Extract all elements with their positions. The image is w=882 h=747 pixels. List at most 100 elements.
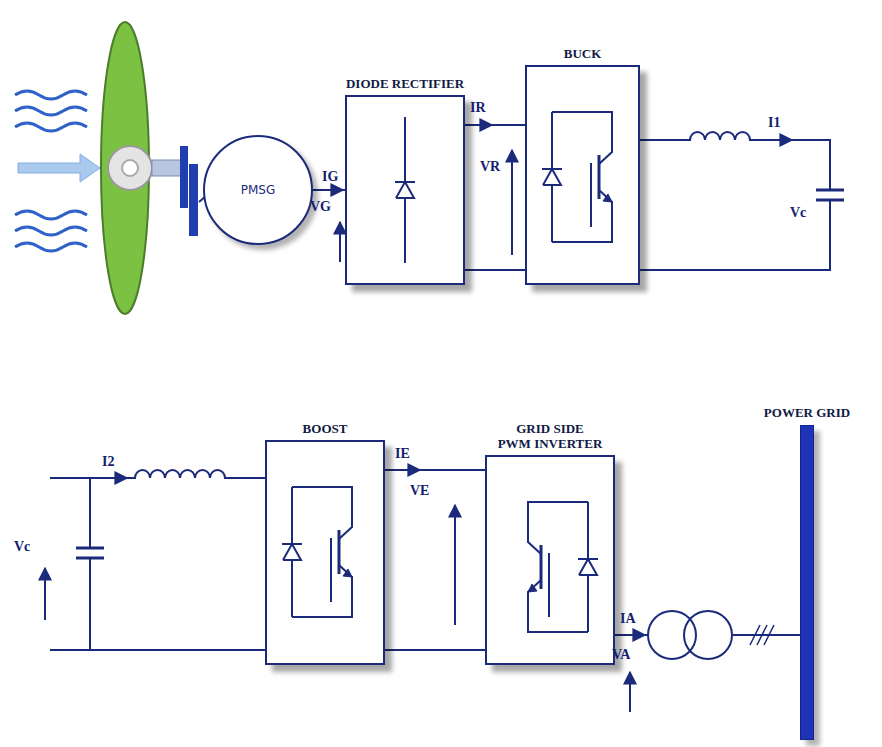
wire-connector bbox=[615, 634, 800, 636]
symbol-line bbox=[552, 112, 612, 164]
wind-waves bbox=[15, 91, 87, 99]
emitter-arrow bbox=[603, 194, 612, 202]
current-label: IE bbox=[395, 447, 410, 461]
igbt-gate bbox=[548, 553, 550, 581]
node-heading: BUCK bbox=[525, 47, 640, 62]
igbt-gate bbox=[548, 581, 550, 617]
wire bbox=[385, 649, 485, 651]
emitter-arrow bbox=[528, 584, 537, 592]
node-heading: GRID SIDE PWM INVERTER bbox=[485, 422, 615, 452]
node-label: PMSG bbox=[241, 183, 276, 197]
voltage-label: VR bbox=[480, 160, 500, 174]
capacitor-symbol bbox=[76, 557, 104, 560]
voltage-label: Vc bbox=[14, 540, 30, 554]
current-label: I1 bbox=[768, 116, 780, 130]
diode-triangle bbox=[543, 169, 561, 185]
current-arrow bbox=[765, 139, 792, 141]
voltage-label: VA bbox=[612, 648, 630, 662]
wire bbox=[50, 649, 265, 651]
shaft bbox=[152, 160, 182, 176]
wind-arrow bbox=[18, 154, 100, 182]
igbt-gate bbox=[330, 566, 332, 602]
voltage-arrow bbox=[44, 568, 46, 620]
wind-arrow bbox=[18, 154, 100, 182]
gearbox bbox=[180, 146, 188, 208]
wind-waves bbox=[15, 211, 87, 219]
diode-triangle bbox=[283, 544, 301, 560]
converter-box: BUCK bbox=[525, 65, 640, 285]
igbt-gate bbox=[330, 538, 332, 566]
rectifier-box: DIODE RECTIFIER bbox=[345, 95, 465, 285]
diode-bar bbox=[578, 558, 598, 560]
transformer-symbol bbox=[648, 611, 732, 659]
current-arrow bbox=[618, 634, 645, 636]
symbol-line bbox=[528, 502, 588, 554]
symbol-line bbox=[292, 487, 352, 539]
igbt-symbol bbox=[527, 67, 638, 283]
three-phase-mark bbox=[750, 625, 774, 645]
transformer-symbol bbox=[648, 611, 696, 659]
node-heading: BOOST bbox=[265, 422, 385, 437]
voltage-label: VE bbox=[410, 484, 429, 498]
igbt-body bbox=[540, 545, 543, 589]
wire bbox=[640, 132, 830, 190]
emitter-arrow bbox=[343, 569, 352, 577]
wire bbox=[50, 470, 265, 478]
voltage-arrow bbox=[454, 505, 456, 625]
current-arrow bbox=[392, 469, 420, 471]
current-label: IA bbox=[620, 612, 636, 626]
current-arrow bbox=[100, 477, 127, 479]
shaft bbox=[152, 160, 182, 176]
symbol-line bbox=[292, 565, 352, 617]
wind-waves bbox=[15, 243, 87, 251]
diode-triangle bbox=[579, 559, 597, 575]
node-heading: DIODE RECTIFIER bbox=[345, 77, 465, 92]
igbt-symbol bbox=[487, 457, 613, 663]
wind-waves bbox=[15, 123, 87, 131]
capacitor-symbol bbox=[816, 199, 844, 202]
igbt-gate bbox=[590, 191, 592, 227]
gearbox bbox=[180, 146, 198, 236]
three-phase-mark bbox=[764, 625, 774, 645]
gearbox bbox=[189, 164, 198, 236]
turbine-hub bbox=[122, 160, 138, 176]
current-label: IR bbox=[470, 101, 486, 115]
igbt-symbol bbox=[267, 442, 383, 663]
diode-bar bbox=[282, 543, 302, 545]
current-arrow bbox=[467, 124, 492, 126]
turbine-hub bbox=[108, 146, 152, 190]
wire-connector bbox=[465, 124, 525, 126]
igbt-gate bbox=[590, 163, 592, 191]
voltage-label: VG bbox=[310, 200, 331, 214]
wire bbox=[640, 200, 830, 270]
inverter-box: GRID SIDE PWM INVERTER bbox=[485, 455, 615, 665]
symbol-line bbox=[528, 580, 588, 632]
voltage-arrow bbox=[629, 672, 631, 712]
generator-circle: PMSG bbox=[203, 135, 313, 245]
igbt-body bbox=[338, 530, 341, 574]
grid-bar: POWER GRID bbox=[800, 425, 814, 740]
wind-waves bbox=[15, 227, 87, 235]
wire bbox=[465, 269, 525, 271]
capacitor-symbol bbox=[816, 189, 844, 192]
wind-waves bbox=[15, 107, 87, 115]
diode-triangle bbox=[396, 182, 414, 198]
voltage-arrow bbox=[339, 222, 341, 262]
diode-symbol bbox=[347, 97, 463, 283]
wire-connector bbox=[385, 469, 485, 471]
symbol-line bbox=[552, 190, 612, 242]
igbt-body bbox=[598, 155, 601, 199]
diode-bar bbox=[542, 168, 562, 170]
diode-bar bbox=[395, 181, 415, 183]
wire-connector bbox=[313, 189, 345, 191]
wire bbox=[89, 558, 91, 650]
wire bbox=[89, 478, 91, 548]
capacitor-symbol bbox=[76, 547, 104, 550]
transformer-symbol bbox=[684, 611, 732, 659]
current-label: I2 bbox=[102, 455, 114, 469]
current-label: IG bbox=[322, 170, 338, 184]
voltage-label: Vc bbox=[790, 206, 806, 220]
voltage-arrow bbox=[511, 150, 513, 255]
current-arrow bbox=[318, 189, 343, 191]
